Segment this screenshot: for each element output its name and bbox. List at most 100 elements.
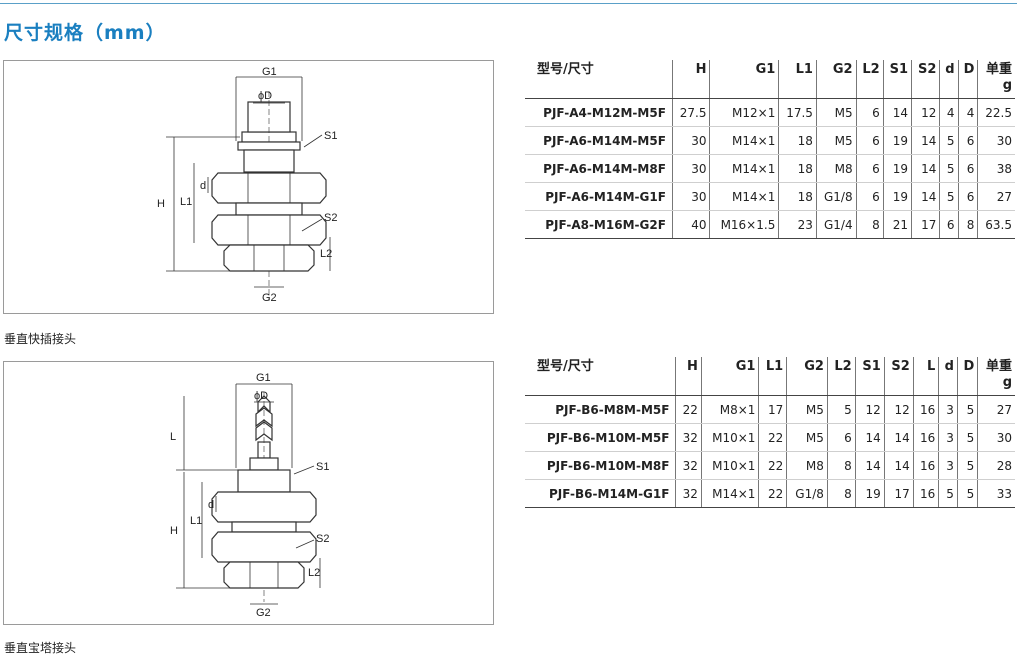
value-cell: 14 (911, 154, 940, 183)
value-cell: 38 (977, 154, 1015, 183)
value-cell: 3 (938, 423, 958, 452)
col-header: d (939, 60, 959, 99)
col-header: G2 (786, 357, 828, 396)
value-cell: 6 (957, 126, 978, 155)
label-s1: S1 (316, 461, 329, 473)
value-cell: 3 (938, 395, 958, 424)
value-cell: 27 (977, 395, 1015, 424)
value-cell: 30 (977, 126, 1015, 155)
label-l1: L1 (190, 515, 202, 527)
value-cell: 6 (855, 98, 884, 127)
value-cell: 6 (855, 182, 884, 211)
value-cell: 14 (911, 126, 940, 155)
value-cell: 17 (883, 479, 914, 508)
value-cell: 22 (758, 451, 787, 480)
col-header: G1 (700, 357, 759, 396)
value-cell: 14 (911, 182, 940, 211)
value-cell: M14×1 (700, 479, 759, 508)
col-header: D (957, 60, 978, 99)
value-cell: M5 (786, 395, 828, 424)
label-s1: S1 (324, 130, 337, 142)
value-cell: 6 (957, 182, 978, 211)
value-cell: 6 (826, 423, 856, 452)
value-cell: M8 (786, 451, 828, 480)
label-phid: ϕD (254, 390, 268, 402)
value-cell: 19 (882, 182, 912, 211)
value-cell: 27 (977, 182, 1015, 211)
value-cell: 17.5 (778, 98, 817, 127)
model-cell: PJF-A6-M14M-M8F (525, 154, 673, 183)
value-cell: 6 (939, 210, 959, 239)
col-header: H (671, 60, 710, 99)
value-cell: M14×1 (709, 126, 779, 155)
value-cell: 8 (855, 210, 884, 239)
drawing-vertical-barb-fitting: G1 ϕD L H L1 d S1 S2 L2 G2 (3, 361, 494, 625)
value-cell: 16 (912, 479, 939, 508)
value-cell: 22 (675, 395, 702, 424)
col-header: G1 (709, 60, 779, 99)
model-cell: PJF-B6-M10M-M5F (525, 423, 676, 452)
value-cell: 18 (778, 126, 817, 155)
value-cell: 33 (977, 479, 1015, 508)
value-cell: 12 (883, 395, 914, 424)
label-g1: G1 (256, 372, 271, 384)
value-cell: 17 (911, 210, 940, 239)
label-s2: S2 (316, 533, 329, 545)
value-cell: 30 (671, 126, 710, 155)
value-cell: M5 (815, 98, 857, 127)
page-title: 尺寸规格（mm） (4, 22, 166, 44)
value-cell: 30 (671, 154, 710, 183)
value-cell: 14 (854, 423, 885, 452)
value-cell: 30 (977, 423, 1015, 452)
value-cell: 8 (826, 479, 856, 508)
value-cell: 6 (855, 154, 884, 183)
value-cell: 16 (912, 451, 939, 480)
value-cell: M5 (786, 423, 828, 452)
value-cell: 17 (758, 395, 787, 424)
value-cell: 32 (675, 451, 702, 480)
value-cell: 18 (778, 154, 817, 183)
model-cell: PJF-A6-M14M-M5F (525, 126, 673, 155)
col-header: H (675, 357, 702, 396)
label-l: L (170, 431, 176, 443)
value-cell: G1/4 (815, 210, 857, 239)
col-header: L1 (758, 357, 787, 396)
value-cell: 4 (939, 98, 959, 127)
value-cell: 19 (882, 154, 912, 183)
value-cell: 40 (671, 210, 710, 239)
value-cell: 14 (882, 98, 912, 127)
col-header: 型号/尺寸 (525, 60, 673, 99)
col-header: L1 (778, 60, 817, 99)
value-cell: 32 (675, 423, 702, 452)
col-header: S1 (882, 60, 912, 99)
value-cell: 18 (778, 182, 817, 211)
value-cell: 32 (675, 479, 702, 508)
value-cell: 12 (911, 98, 940, 127)
value-cell: 27.5 (671, 98, 710, 127)
col-header: D (956, 357, 978, 396)
value-cell: 5 (826, 395, 856, 424)
col-header: 单重 g (977, 357, 1015, 396)
model-cell: PJF-A4-M12M-M5F (525, 98, 673, 127)
value-cell: 16 (912, 423, 939, 452)
value-cell: 4 (957, 98, 978, 127)
value-cell: M8×1 (700, 395, 759, 424)
value-cell: M8 (815, 154, 857, 183)
col-header: L2 (855, 60, 884, 99)
label-l1: L1 (180, 196, 192, 208)
value-cell: 5 (956, 451, 978, 480)
value-cell: 5 (956, 423, 978, 452)
model-cell: PJF-B6-M10M-M8F (525, 451, 676, 480)
label-g2: G2 (256, 607, 271, 619)
value-cell: 30 (671, 182, 710, 211)
caption-vertical-barb-fitting: 垂直宝塔接头 (4, 641, 77, 655)
label-h: H (170, 525, 178, 537)
value-cell: 3 (938, 451, 958, 480)
